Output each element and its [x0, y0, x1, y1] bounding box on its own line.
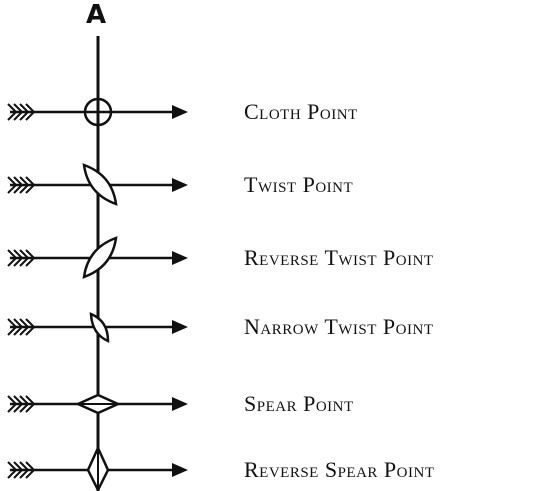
label-reverse-twist-point: Reverse Twist Point — [244, 245, 434, 270]
row-reverse-twist-point-drawing — [7, 236, 188, 279]
label-cloth-point: Cloth Point — [244, 99, 358, 124]
arrowhead-icon — [172, 251, 188, 265]
row-twist-point-drawing — [7, 163, 188, 206]
arrowhead-icon — [172, 320, 188, 334]
arrowhead-icon — [172, 105, 188, 119]
narrow-twist-point-icon — [89, 312, 110, 343]
reverse-twist-point-icon — [82, 236, 118, 279]
label-spear-point: Spear Point — [244, 391, 354, 416]
label-reverse-spear-point: Reverse Spear Point — [244, 457, 435, 482]
cloth-point-icon — [83, 97, 113, 127]
row-cloth-point-drawing — [7, 97, 188, 127]
arrowhead-icon — [172, 463, 188, 477]
row-narrow-twist-point-drawing — [7, 312, 188, 343]
twist-point-icon — [82, 163, 118, 206]
arrowhead-icon — [172, 178, 188, 192]
row-spear-point-drawing — [7, 393, 188, 415]
arrowhead-icon — [172, 397, 188, 411]
label-narrow-twist-point: Narrow Twist Point — [244, 314, 434, 339]
row-reverse-spear-point-drawing — [7, 444, 188, 491]
label-twist-point: Twist Point — [244, 172, 354, 197]
axis-label: A — [86, 0, 107, 30]
